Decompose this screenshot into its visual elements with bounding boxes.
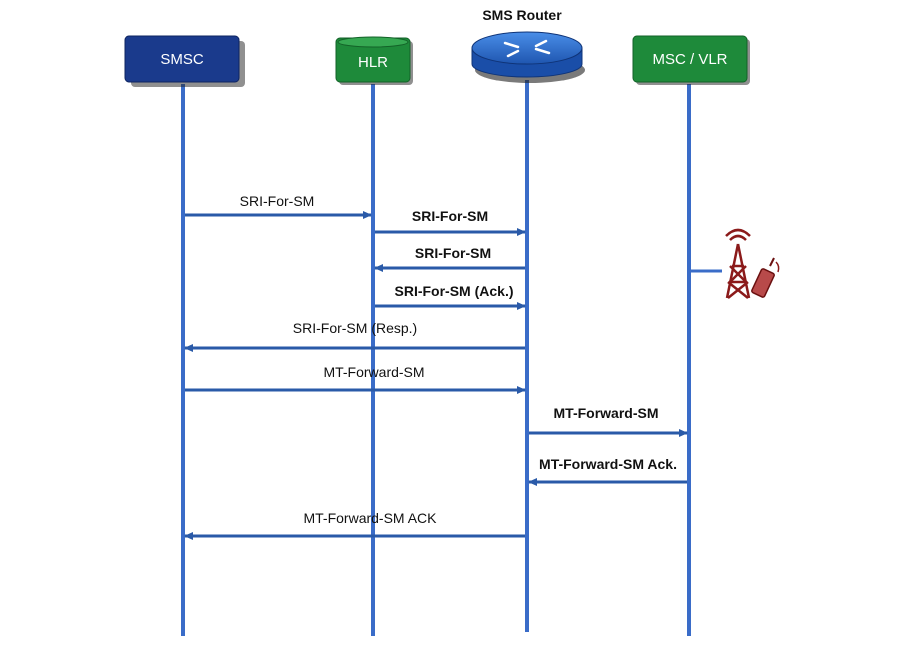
smsc-label: SMSC — [160, 51, 204, 68]
participant-smsc: SMSC — [124, 35, 245, 87]
message-list: SRI-For-SM SRI-For-SM SRI-For-SM SRI-For… — [184, 193, 688, 540]
message-label: MT-Forward-SM — [554, 405, 659, 421]
message-label: MT-Forward-SM Ack. — [539, 456, 677, 472]
message-label: MT-Forward-SM — [323, 364, 424, 380]
smsc-box — [124, 35, 240, 83]
message-arrow: SRI-For-SM (Resp.) — [184, 320, 525, 352]
message-label: SRI-For-SM — [415, 245, 491, 261]
message-label: SRI-For-SM (Resp.) — [293, 320, 417, 336]
message-arrow: SRI-For-SM — [375, 208, 526, 236]
message-label: MT-Forward-SM ACK — [303, 510, 437, 526]
message-arrow: SRI-For-SM — [185, 193, 372, 219]
hlr-label: HLR — [358, 54, 388, 71]
msc-label: MSC / VLR — [652, 51, 727, 68]
database-icon — [337, 36, 409, 48]
participant-msc: MSC / VLR — [632, 35, 750, 85]
router-title: SMS Router — [482, 7, 562, 23]
message-arrow: MT-Forward-SM — [185, 364, 526, 394]
radio-link — [691, 228, 780, 299]
message-arrow: SRI-For-SM (Ack.) — [375, 283, 526, 310]
message-arrow: SRI-For-SM — [374, 245, 525, 272]
message-label: SRI-For-SM — [412, 208, 488, 224]
lifeline-smsc — [181, 84, 185, 636]
lifelines — [181, 80, 691, 636]
message-arrow: MT-Forward-SM ACK — [184, 510, 525, 540]
message-arrow: MT-Forward-SM Ack. — [528, 456, 687, 486]
msc-box — [632, 35, 748, 83]
router-icon — [471, 31, 585, 83]
message-label: SRI-For-SM — [240, 193, 315, 209]
mobile-phone-icon — [751, 257, 780, 298]
participant-router: SMS Router — [471, 7, 585, 83]
cell-tower-icon — [725, 228, 751, 299]
message-label: SRI-For-SM (Ack.) — [395, 283, 514, 299]
lifeline-hlr — [371, 84, 375, 636]
lifeline-router — [525, 80, 529, 632]
participant-hlr: HLR — [335, 36, 413, 85]
message-arrow: MT-Forward-SM — [529, 405, 688, 437]
lifeline-msc — [687, 84, 691, 636]
